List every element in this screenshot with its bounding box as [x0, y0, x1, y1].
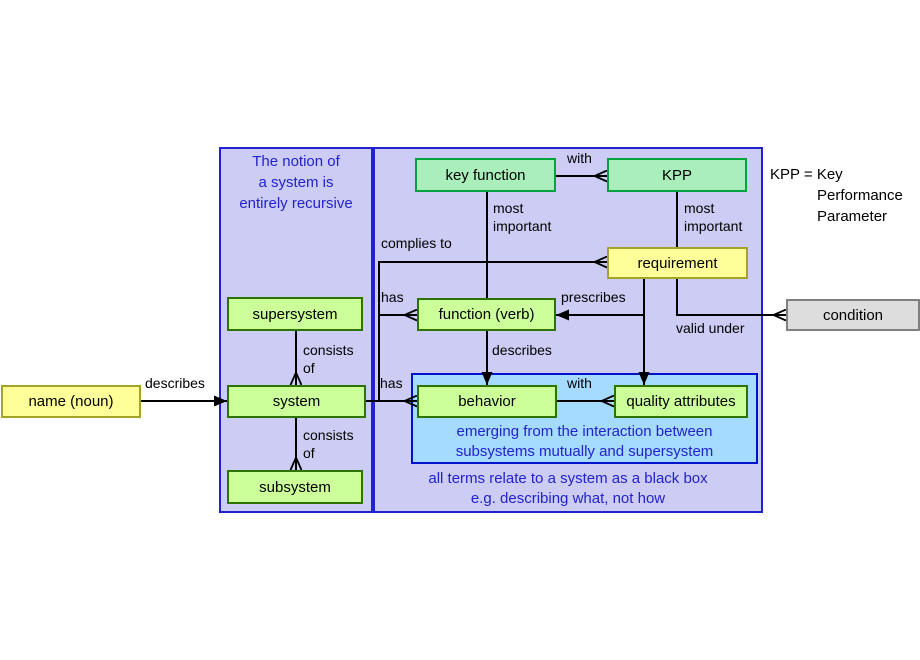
label-valid-under: valid under — [676, 320, 745, 336]
box-supersystem-label: supersystem — [252, 305, 338, 323]
box-key-function-label: key function — [445, 166, 526, 184]
kpp-legend-line1: KPP = Key — [770, 166, 843, 183]
label-has-function: has — [381, 289, 404, 305]
box-requirement: requirement — [607, 247, 748, 279]
note-black-box: all terms relate to a system as a black … — [375, 469, 761, 509]
box-condition-label: condition — [822, 306, 884, 324]
box-condition: condition — [786, 299, 920, 331]
label-consists-of-2-line2: of — [303, 445, 315, 461]
note-recursive: The notion of a system is entirely recur… — [219, 151, 373, 214]
label-consists-of-2: consists of — [303, 426, 354, 462]
box-subsystem: subsystem — [227, 470, 363, 504]
box-function-verb-label: function (verb) — [438, 306, 535, 323]
box-kpp-label: KPP — [661, 166, 692, 184]
box-function-verb: function (verb) — [417, 298, 556, 331]
label-most-important-kpp-line2: important — [684, 218, 743, 234]
label-most-important-kpp: most important — [684, 199, 742, 235]
note-recursive-line2: a system is — [258, 174, 334, 191]
box-system-label: system — [272, 393, 321, 410]
note-emerging: emerging from the interaction between su… — [413, 422, 756, 462]
label-most-important-keyfunction-line1: most — [493, 200, 524, 216]
note-recursive-line3: entirely recursive — [239, 195, 353, 212]
box-system: system — [227, 385, 366, 418]
label-most-important-keyfunction-line2: important — [493, 218, 552, 234]
note-black-box-line2: e.g. describing what, not how — [470, 490, 666, 507]
label-with-quality: with — [567, 375, 592, 391]
box-quality-attributes-label: quality attributes — [626, 393, 736, 410]
kpp-legend-line2: Performance — [817, 187, 903, 204]
label-consists-of-1: consists of — [303, 341, 354, 377]
box-subsystem-label: subsystem — [259, 478, 331, 496]
note-emerging-line1: emerging from the interaction between — [456, 423, 713, 440]
label-complies-to: complies to — [381, 235, 452, 251]
label-prescribes: prescribes — [561, 289, 626, 305]
label-most-important-kpp-line1: most — [684, 200, 715, 216]
label-most-important-keyfunction: most important — [493, 199, 551, 235]
label-consists-of-1-line1: consists — [303, 342, 354, 358]
kpp-legend-line3: Parameter — [817, 208, 888, 225]
label-with-kpp: with — [567, 150, 592, 166]
box-kpp: KPP — [607, 158, 747, 192]
note-black-box-line1: all terms relate to a system as a black … — [428, 470, 708, 487]
box-name-noun-label: name (noun) — [28, 393, 114, 410]
note-emerging-line2: subsystems mutually and supersystem — [455, 443, 714, 460]
box-name-noun: name (noun) — [1, 385, 141, 418]
label-describes-behavior: describes — [492, 342, 552, 358]
label-consists-of-1-line2: of — [303, 360, 315, 376]
box-quality-attributes: quality attributes — [614, 385, 748, 418]
label-has-behavior: has — [380, 375, 403, 391]
box-behavior-label: behavior — [458, 393, 516, 410]
note-recursive-line1: The notion of — [252, 153, 340, 170]
kpp-legend: KPP = Key Performance Parameter — [770, 164, 903, 227]
box-requirement-label: requirement — [637, 254, 718, 272]
box-key-function: key function — [415, 158, 556, 192]
label-consists-of-2-line1: consists — [303, 427, 354, 443]
label-describes-system: describes — [145, 375, 205, 391]
box-supersystem: supersystem — [227, 297, 363, 331]
box-behavior: behavior — [417, 385, 557, 418]
